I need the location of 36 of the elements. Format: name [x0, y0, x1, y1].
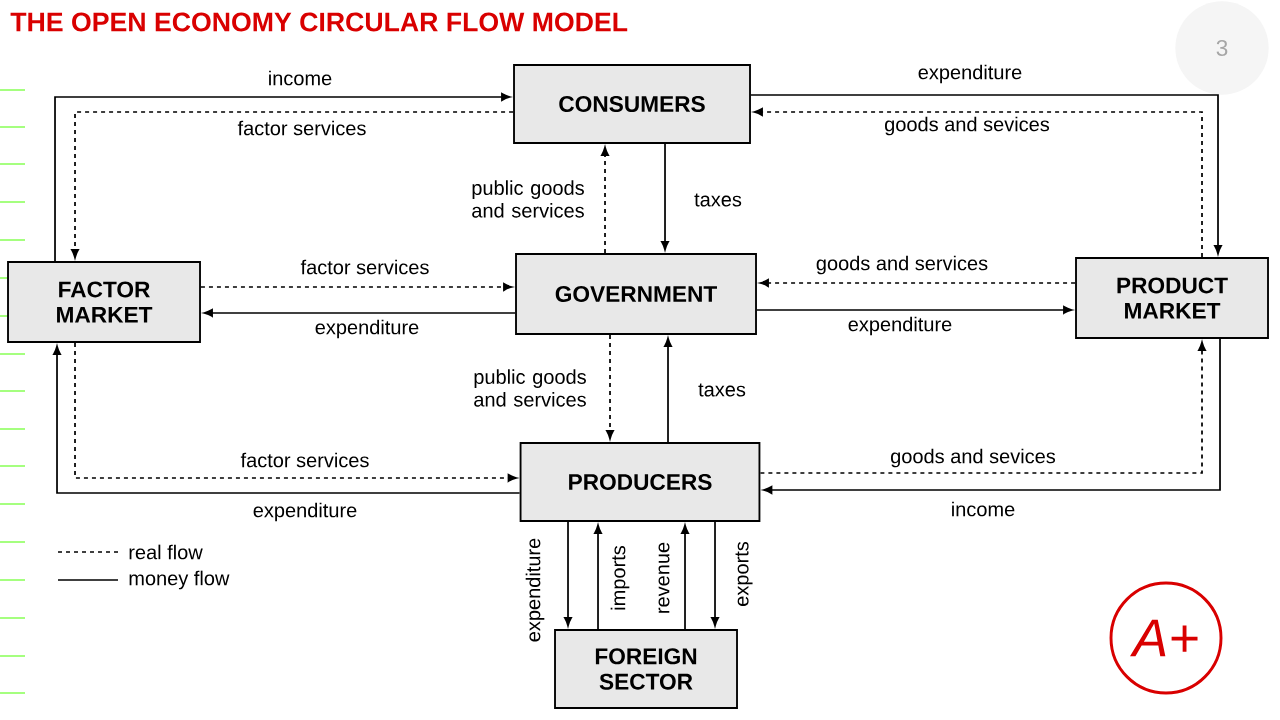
edge-label: taxes: [692, 191, 744, 209]
arrow: [71, 111, 514, 259]
arrow: [200, 283, 513, 291]
arrow: [606, 334, 614, 440]
title: THE OPEN ECONOMY CIRCULAR FLOW MODEL: [10, 12, 628, 32]
arrow: [711, 521, 719, 627]
arrow: [601, 146, 609, 254]
arrow: [661, 143, 669, 251]
edge-label: public goods and services: [456, 178, 600, 220]
arrow: [681, 524, 689, 630]
sector-box: PRODUCT MARKET: [1075, 257, 1269, 339]
edge-label: exports: [733, 539, 755, 609]
sector-box: GOVERNMENT: [515, 253, 757, 335]
edge-label: public goods and services: [458, 367, 602, 409]
arrow: [664, 337, 672, 443]
grade-stamp: A+: [1109, 581, 1223, 695]
arrow: [203, 309, 516, 317]
arrow: [756, 306, 1073, 314]
edge-label: taxes: [696, 381, 748, 399]
edge-label: goods and services: [813, 253, 991, 277]
arrow: [759, 279, 1076, 287]
sector-box: FACTOR MARKET: [7, 261, 201, 343]
sector-box: CONSUMERS: [513, 64, 751, 144]
legend-label: money flow: [129, 570, 230, 590]
arrow: [759, 341, 1206, 474]
sector-box: FOREIGN SECTOR: [554, 629, 738, 709]
arrow: [594, 524, 602, 630]
legend-label: real flow: [129, 544, 203, 560]
arrow: [54, 93, 511, 262]
edge-label: goods and sevices: [882, 114, 1052, 138]
sector-box: PRODUCERS: [519, 442, 761, 522]
edge-label: imports: [608, 543, 632, 613]
edge-label: goods and sevices: [888, 446, 1058, 470]
page-number: 3: [1175, 1, 1269, 95]
arrow: [564, 521, 572, 627]
arrow: [762, 338, 1221, 494]
